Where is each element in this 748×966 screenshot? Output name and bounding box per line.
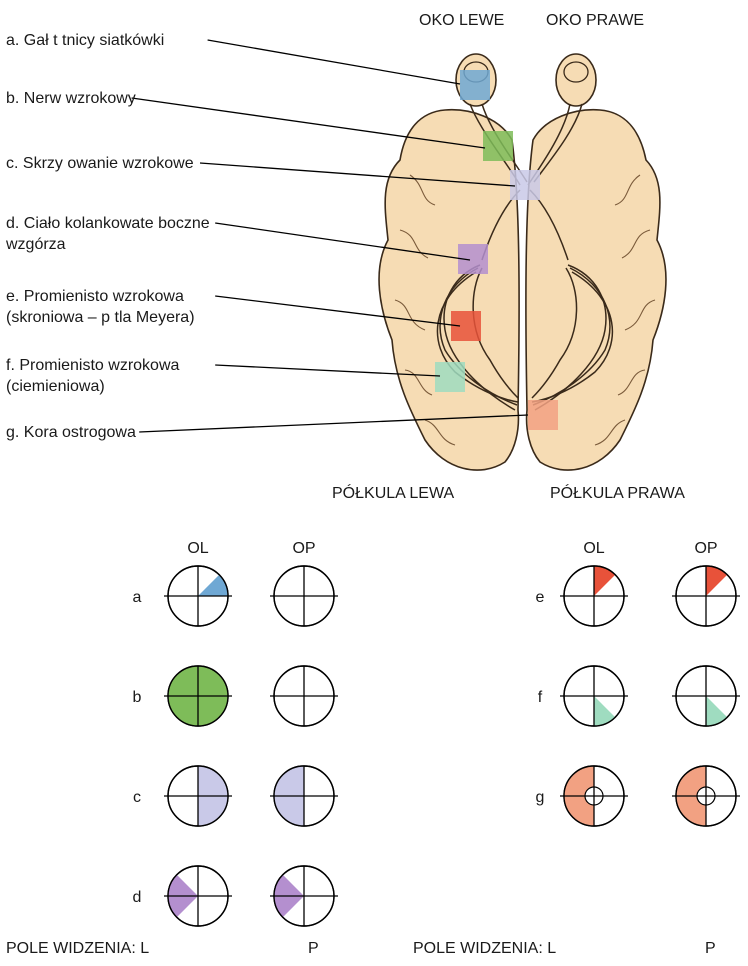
row-label-a: a [133,589,142,606]
footer-field-right-2: P [705,940,716,957]
leader-line-a [208,40,460,84]
hemisphere-left-label: PÓŁKULA LEWA [332,483,454,502]
row-label-d: d [133,889,142,906]
field-b-ol [164,666,232,726]
structure-labels: a. Gał t tnicy siatkówki b. Nerw wzrokowy… [5,32,210,441]
field-d-ol [164,866,232,926]
eye-right-title: OKO PRAWE [546,12,644,29]
column-header-op-left: OP [292,540,315,557]
field-f-op [672,666,740,726]
field-d-op [270,866,338,926]
column-header-op-right: OP [694,540,717,557]
field-c-op [270,766,338,826]
row-label-c: c [133,789,141,806]
footer-field-left-1: POLE WIDZENIA: L [6,940,149,957]
marker-g [528,400,558,430]
row-label-f: f [538,689,543,706]
eye-left-title: OKO LEWE [419,12,504,29]
label-f: f. Promienisto wzrokowa [6,357,179,374]
field-a-ol [164,566,232,626]
row-label-b: b [133,689,142,706]
column-header-ol-left: OL [187,540,208,557]
field-e-op [672,566,740,626]
row-label-g: g [536,789,545,806]
marker-f [435,362,465,392]
column-header-ol-right: OL [583,540,604,557]
label-d-line2: wzgórza [5,236,66,253]
eye-right-drawing [556,54,596,106]
field-g-ol [560,766,628,826]
field-f-ol [560,666,628,726]
field-e-ol [560,566,628,626]
field-c-ol [164,766,232,826]
label-f-line2: (ciemieniowa) [6,378,105,395]
footer-field-right-1: P [308,940,319,957]
label-c: c. Skrzy owanie wzrokowe [6,155,194,172]
field-b-op [270,666,338,726]
footer-field-left-2: POLE WIDZENIA: L [413,940,556,957]
visual-field-grid: OL OP OL OP a b c d e f g [133,540,740,926]
label-e-line2: (skroniowa – p tla Meyera) [6,309,195,326]
label-e: e. Promienisto wzrokowa [6,288,184,305]
label-b: b. Nerw wzrokowy [6,90,136,107]
hemisphere-right-label: PÓŁKULA PRAWA [550,483,685,502]
label-a: a. Gał t tnicy siatkówki [6,32,164,49]
brain-illustration [379,54,666,470]
marker-b [483,131,513,161]
row-label-e: e [536,589,545,606]
marker-c [510,170,540,200]
marker-a [460,70,490,100]
field-g-op [672,766,740,826]
label-g: g. Kora ostrogowa [6,424,136,441]
field-a-op [270,566,338,626]
label-d: d. Ciało kolankowate boczne [6,215,210,232]
